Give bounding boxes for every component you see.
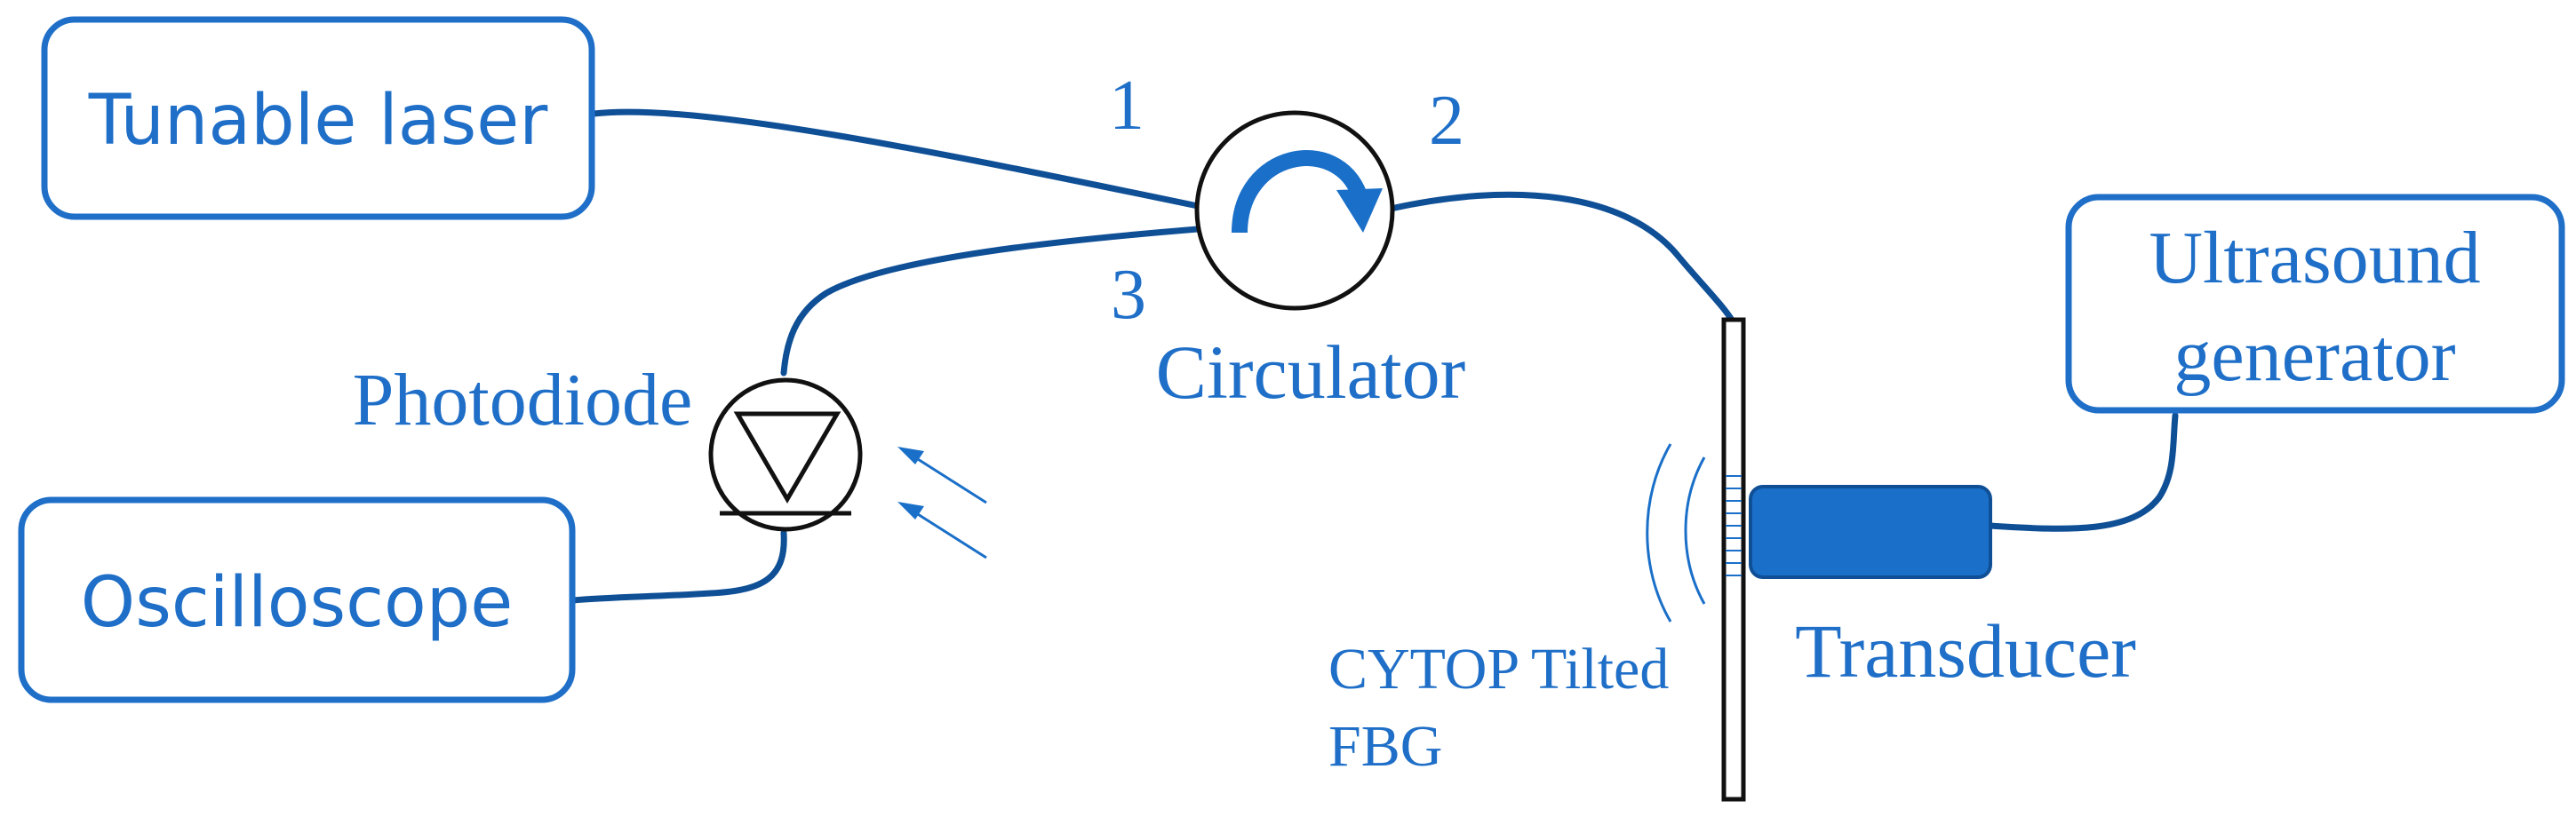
- tunable-laser-box: Tunable laser: [41, 16, 595, 220]
- fiber-circulator-to-photodiode: [780, 226, 1201, 377]
- fbg-label-line2: FBG: [1328, 714, 1442, 779]
- incoming-light-arrows: [897, 447, 987, 559]
- fiber-circulator-to-fbg: [1387, 191, 1736, 325]
- fbg-grating-marks: [1726, 475, 1742, 576]
- port-2-label: 2: [1429, 82, 1464, 160]
- oscilloscope-label: Oscilloscope: [81, 563, 513, 643]
- ultrasound-wave-icon: [1646, 443, 1706, 623]
- ultrasound-generator-label-line2: generator: [2173, 314, 2455, 397]
- ultrasound-generator-box: Ultrasound generator: [2065, 194, 2565, 414]
- ultrasound-generator-label-line1: Ultrasound: [2149, 217, 2480, 299]
- photodiode-label: Photodiode: [353, 359, 693, 441]
- cable-photodiode-to-oscilloscope: [570, 529, 787, 604]
- fiber-laser-to-circulator: [590, 108, 1201, 210]
- circulator-arrowhead-icon: [1336, 188, 1383, 233]
- transducer-label: Transducer: [1795, 608, 2136, 694]
- transducer-body: [1749, 485, 1992, 579]
- photodiode-triangle-icon: [733, 411, 841, 504]
- tunable-laser-label: Tunable laser: [88, 81, 549, 161]
- circulator: [1194, 110, 1395, 311]
- fbg-label-line1: CYTOP Tilted: [1328, 637, 1669, 702]
- cytop-tilted-fbg: [1721, 317, 1746, 802]
- photodiode: [708, 377, 863, 532]
- oscilloscope-box: Oscilloscope: [18, 496, 576, 703]
- cable-transducer-to-generator: [1987, 412, 2179, 532]
- circulator-label: Circulator: [1156, 329, 1466, 415]
- port-3-label: 3: [1111, 256, 1146, 334]
- circulator-arrow-icon: [1232, 150, 1368, 234]
- port-1-label: 1: [1109, 67, 1144, 145]
